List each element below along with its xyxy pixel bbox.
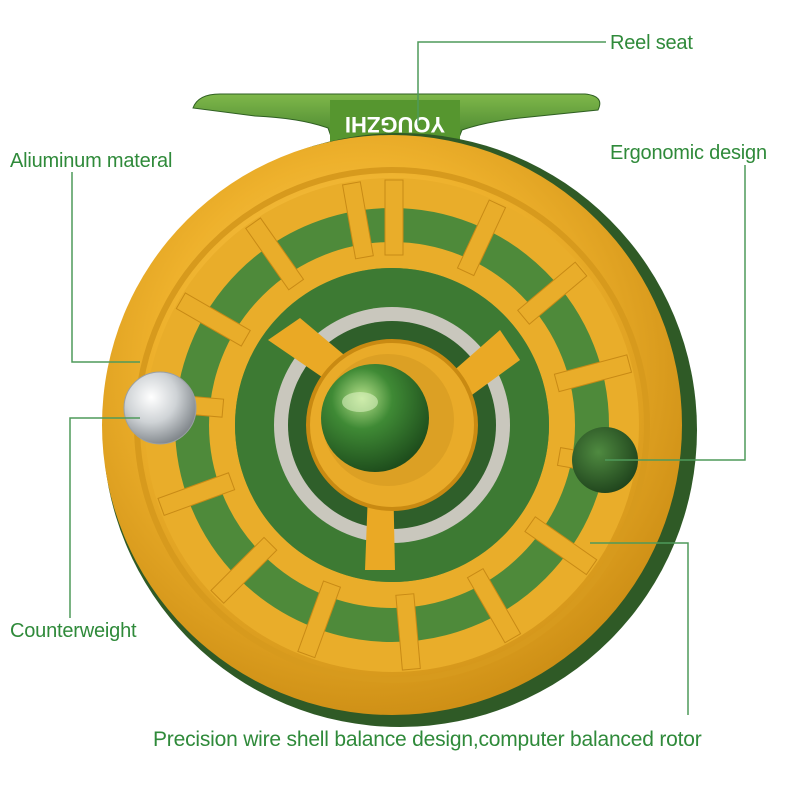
leader-line-reel-seat bbox=[417, 41, 606, 125]
leader-line-ergonomic bbox=[605, 165, 746, 461]
label-precision-design: Precision wire shell balance design,comp… bbox=[153, 728, 702, 751]
label-reel-seat: Reel seat bbox=[610, 32, 693, 54]
brand-logo-text: YOUGZHI bbox=[345, 112, 445, 137]
label-aluminum-material: Aliuminum materal bbox=[10, 150, 173, 172]
counterweight-knob bbox=[123, 371, 197, 445]
spool-spokes bbox=[146, 179, 636, 671]
label-ergonomic-design: Ergonomic design bbox=[610, 142, 767, 164]
center-knob bbox=[321, 364, 429, 472]
center-knob-highlight bbox=[342, 392, 378, 412]
leader-line-precision bbox=[590, 542, 689, 715]
leader-lines bbox=[69, 41, 746, 715]
label-counterweight: Counterweight bbox=[10, 620, 137, 642]
leader-line-aluminum bbox=[71, 172, 140, 363]
leader-line-counterweight bbox=[69, 417, 140, 618]
